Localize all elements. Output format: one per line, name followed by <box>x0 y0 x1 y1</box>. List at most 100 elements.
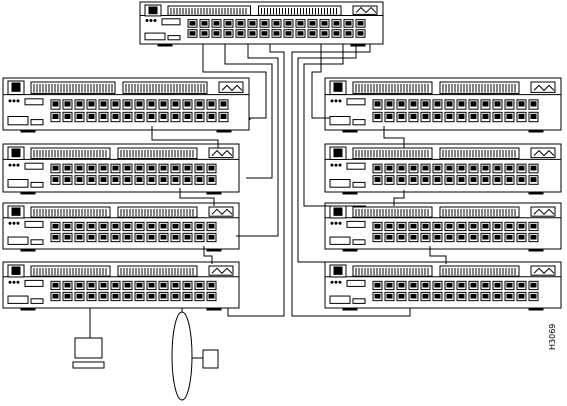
port-led <box>100 234 107 240</box>
port-led <box>297 31 304 36</box>
port-led <box>160 101 167 107</box>
right-stack-3-switch <box>324 202 562 252</box>
port-led <box>422 293 429 299</box>
port-led <box>76 282 83 288</box>
port-led <box>398 223 405 229</box>
port-led <box>333 31 340 36</box>
port-led <box>237 31 244 36</box>
port-led <box>434 223 441 229</box>
port-led <box>220 101 227 107</box>
status-led <box>12 99 16 103</box>
port-led <box>494 293 501 299</box>
port-led <box>446 293 453 299</box>
port-led <box>208 101 215 107</box>
foot <box>216 129 232 133</box>
port-led <box>64 293 71 299</box>
port-led <box>76 101 83 107</box>
cable-right-2 <box>303 44 366 207</box>
port-led <box>124 177 131 183</box>
port-led <box>112 223 119 229</box>
host-icon <box>202 349 219 369</box>
port-led <box>76 177 83 183</box>
port-led <box>208 223 215 229</box>
port-led <box>422 282 429 288</box>
foot <box>342 248 358 252</box>
port-led <box>434 293 441 299</box>
connector-bank-1 <box>167 5 251 16</box>
logo-icon <box>218 81 244 93</box>
port-led <box>249 21 256 26</box>
port-led <box>518 101 525 107</box>
logo-mark <box>533 267 555 274</box>
port-led <box>506 101 513 107</box>
port-led <box>124 293 131 299</box>
port-led <box>208 234 215 240</box>
port-led <box>172 223 179 229</box>
label-plate <box>30 298 44 304</box>
port-led <box>482 165 489 171</box>
port-led <box>458 165 465 171</box>
label-plate <box>30 181 44 188</box>
status-led <box>16 280 20 284</box>
port-led <box>201 31 208 36</box>
cable-right-1 <box>311 44 330 119</box>
port-led <box>422 223 429 229</box>
port-led <box>410 177 417 183</box>
status-led <box>149 18 153 22</box>
port-led <box>208 293 215 299</box>
port-led <box>422 177 429 183</box>
port-led <box>530 101 537 107</box>
port-led <box>470 113 477 119</box>
port-led <box>506 282 513 288</box>
top-switch-switch <box>139 1 384 47</box>
port-led <box>374 177 381 183</box>
port-led <box>386 293 393 299</box>
port-led <box>148 293 155 299</box>
foot <box>342 129 358 133</box>
port-led <box>64 234 71 240</box>
port-led <box>52 293 59 299</box>
logo-mark <box>211 208 233 215</box>
port-led <box>482 234 489 240</box>
logo-icon <box>208 147 234 159</box>
port-led <box>446 165 453 171</box>
foot <box>528 129 544 133</box>
port-led <box>494 165 501 171</box>
port-led <box>148 113 155 119</box>
logo-mark <box>211 149 233 157</box>
port-led <box>321 31 328 36</box>
port-led <box>64 282 71 288</box>
label-plate <box>352 181 366 188</box>
logo-icon <box>530 81 556 93</box>
port-led <box>184 165 191 171</box>
port-led <box>285 31 292 36</box>
port-led <box>321 21 328 26</box>
port-led <box>494 177 501 183</box>
port-led <box>398 113 405 119</box>
port-led <box>112 113 119 119</box>
port-led <box>494 234 501 240</box>
right-stack-2-switch <box>324 143 562 195</box>
port-led <box>410 282 417 288</box>
port-led <box>148 234 155 240</box>
left-stack-3-switch <box>2 202 240 252</box>
port-led <box>494 282 501 288</box>
port-led <box>434 282 441 288</box>
status-led <box>330 163 334 167</box>
port-led <box>273 31 280 36</box>
port-led <box>422 101 429 107</box>
logo-icon <box>530 206 556 217</box>
port-led <box>136 101 143 107</box>
port-led <box>52 223 59 229</box>
status-led <box>153 18 157 22</box>
port-led <box>446 282 453 288</box>
port-led <box>309 21 316 26</box>
logo-icon <box>208 206 234 217</box>
port-led <box>518 113 525 119</box>
cable-left-1 <box>202 44 267 120</box>
port-led <box>76 223 83 229</box>
port-led <box>189 21 196 26</box>
port-led <box>357 21 364 26</box>
status-led <box>338 280 342 284</box>
port-led <box>446 101 453 107</box>
